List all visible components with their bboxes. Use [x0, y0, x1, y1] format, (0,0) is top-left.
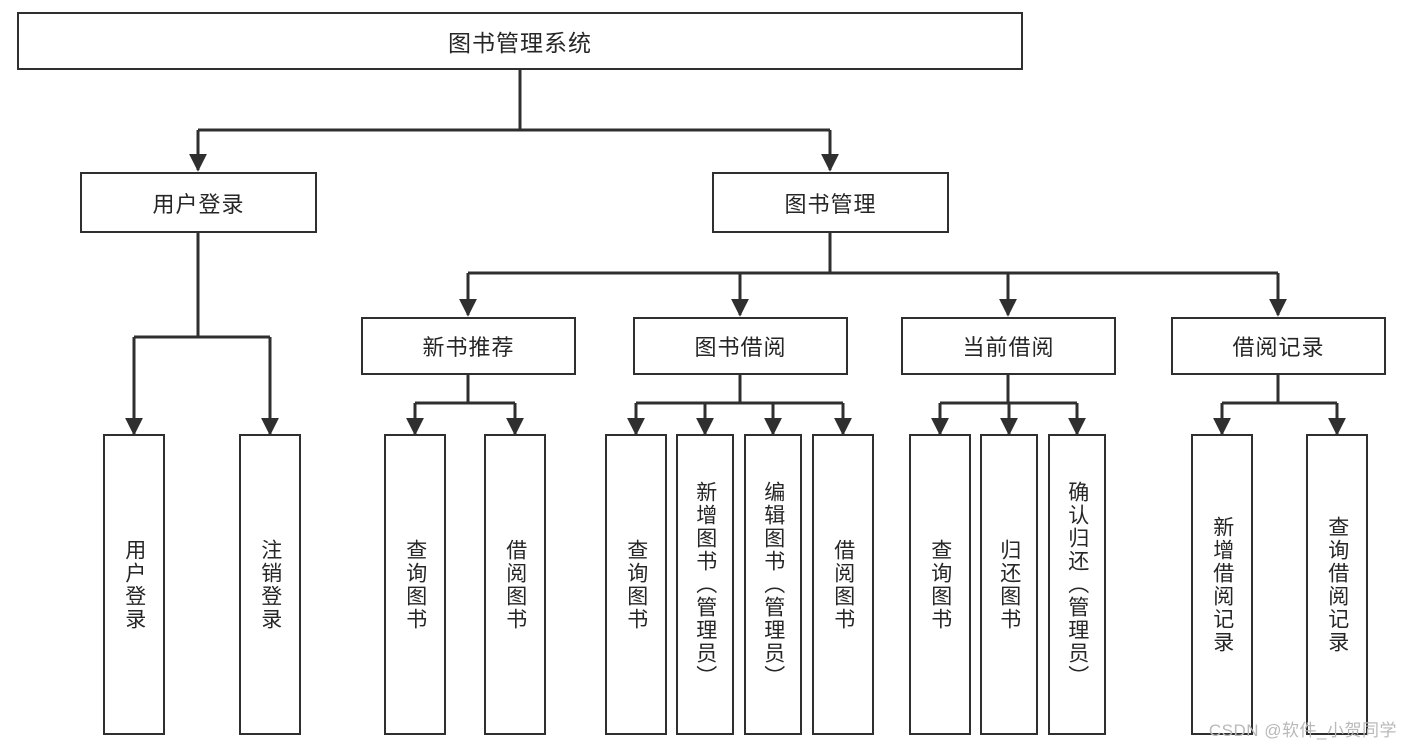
node-current-borrow[interactable]: 当前借阅 — [901, 317, 1116, 375]
node-user-login-label: 用户登录 — [152, 191, 245, 217]
node-leaf-confirm-return-label: 确认归还（管理员） — [1065, 481, 1089, 688]
node-leaf-add-book-label: 新增图书（管理员） — [693, 481, 717, 688]
node-leaf-borrow-book-b-label: 借阅图书 — [831, 538, 855, 631]
node-leaf-borrow-book-a[interactable]: 借阅图书 — [484, 434, 546, 735]
node-leaf-logout-label: 注销登录 — [258, 538, 282, 631]
node-leaf-query-book-b[interactable]: 查询图书 — [605, 434, 667, 735]
node-leaf-query-record-label: 查询借阅记录 — [1325, 515, 1349, 654]
node-leaf-add-record-label: 新增借阅记录 — [1210, 515, 1234, 654]
node-leaf-logout[interactable]: 注销登录 — [239, 434, 301, 735]
node-leaf-query-book-b-label: 查询图书 — [624, 538, 648, 631]
node-leaf-add-book[interactable]: 新增图书（管理员） — [676, 434, 734, 735]
node-leaf-edit-book-label: 编辑图书（管理员） — [761, 481, 785, 688]
node-leaf-confirm-return[interactable]: 确认归还（管理员） — [1048, 434, 1106, 735]
node-book-mgmt-label: 图书管理 — [784, 191, 877, 217]
node-user-login[interactable]: 用户登录 — [80, 172, 317, 233]
node-leaf-user-login-label: 用户登录 — [122, 538, 146, 631]
node-book-borrow[interactable]: 图书借阅 — [633, 317, 848, 375]
node-leaf-return-book[interactable]: 归还图书 — [980, 434, 1038, 735]
node-root[interactable]: 图书管理系统 — [17, 12, 1023, 70]
node-leaf-borrow-book-b[interactable]: 借阅图书 — [812, 434, 874, 735]
node-leaf-edit-book[interactable]: 编辑图书（管理员） — [744, 434, 802, 735]
node-leaf-query-book-c-label: 查询图书 — [928, 538, 952, 631]
node-leaf-query-book-a-label: 查询图书 — [403, 538, 427, 631]
node-leaf-query-book-a[interactable]: 查询图书 — [384, 434, 446, 735]
node-book-mgmt[interactable]: 图书管理 — [712, 172, 949, 233]
node-borrow-record[interactable]: 借阅记录 — [1171, 317, 1386, 375]
node-new-book-rec-label: 新书推荐 — [422, 335, 515, 360]
node-leaf-borrow-book-a-label: 借阅图书 — [503, 538, 527, 631]
node-leaf-return-book-label: 归还图书 — [997, 538, 1021, 631]
node-borrow-record-label: 借阅记录 — [1232, 335, 1325, 360]
node-leaf-query-record[interactable]: 查询借阅记录 — [1306, 434, 1368, 735]
node-root-label: 图书管理系统 — [448, 30, 592, 56]
node-leaf-user-login[interactable]: 用户登录 — [103, 434, 165, 735]
node-leaf-query-book-c[interactable]: 查询图书 — [909, 434, 971, 735]
node-current-borrow-label: 当前借阅 — [962, 335, 1055, 360]
node-book-borrow-label: 图书借阅 — [694, 335, 787, 360]
node-leaf-add-record[interactable]: 新增借阅记录 — [1191, 434, 1253, 735]
node-new-book-rec[interactable]: 新书推荐 — [361, 317, 576, 375]
watermark: CSDN @软件_小贺同学 — [1208, 721, 1397, 740]
